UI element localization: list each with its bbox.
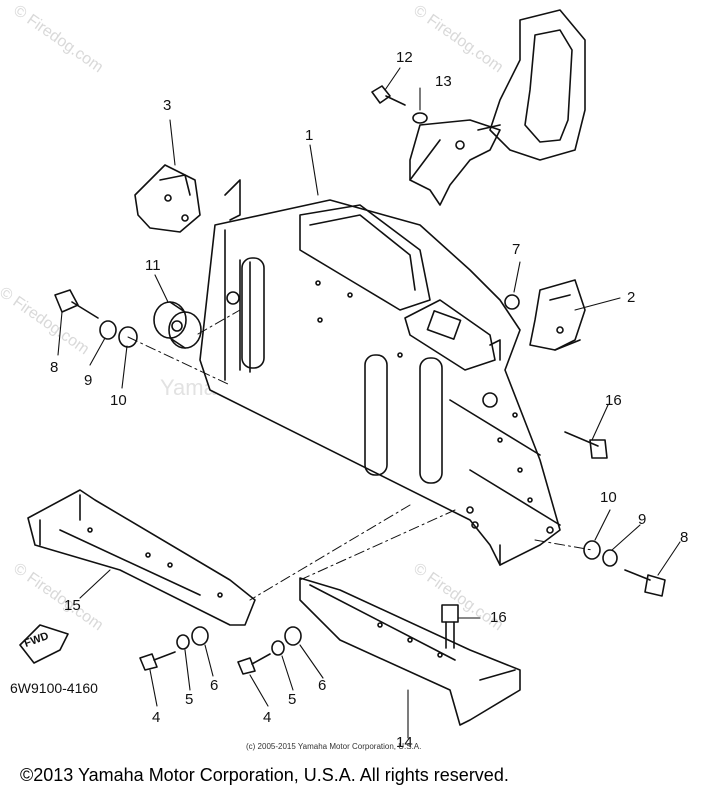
- callout-3: 3: [163, 97, 172, 114]
- callout-4a: 4: [152, 709, 161, 726]
- washer-6-left: [191, 626, 209, 646]
- fwd-arrow: [19, 624, 69, 664]
- callout-13: 13: [435, 73, 452, 90]
- copyright-notice: ©2013 Yamaha Motor Corporation, U.S.A. A…: [20, 765, 509, 785]
- bolt-4-left: [139, 651, 176, 671]
- callout-10b: 10: [600, 489, 617, 506]
- rail-14: [299, 577, 521, 726]
- washer-13: [412, 112, 428, 124]
- callout-11: 11: [145, 257, 161, 274]
- callout-8b: 8: [680, 529, 689, 546]
- callout-2: 2: [627, 289, 636, 306]
- bolt-8-right: [624, 569, 666, 597]
- callout-5b: 5: [288, 691, 297, 708]
- callout-8a: 8: [50, 359, 59, 376]
- bracket-2: [529, 279, 586, 351]
- part-code: 6W9100-4160: [10, 680, 98, 696]
- main-frame: [199, 179, 561, 566]
- rail-15: [27, 489, 256, 626]
- washer-9-right: [602, 549, 618, 567]
- bolt-12: [371, 85, 406, 106]
- callout-12: 12: [396, 49, 413, 66]
- bolt-16-bottom: [441, 604, 459, 649]
- callout-4b: 4: [263, 709, 272, 726]
- washer-5-left: [176, 634, 190, 650]
- callout-1: 1: [305, 127, 314, 144]
- washer-5-right: [271, 640, 285, 656]
- callout-14: 14: [396, 734, 413, 751]
- callout-16b: 16: [490, 609, 507, 626]
- handle-grip: [409, 9, 586, 206]
- callout-15: 15: [64, 597, 81, 614]
- nut-7: [504, 294, 520, 310]
- washer-6-right: [284, 626, 302, 646]
- washer-9-left: [99, 320, 117, 340]
- callout-16a: 16: [605, 392, 622, 409]
- callout-6b: 6: [318, 677, 327, 694]
- bracket-3: [134, 164, 201, 233]
- callout-9b: 9: [638, 511, 647, 528]
- callout-6a: 6: [210, 677, 219, 694]
- callout-9a: 9: [84, 372, 93, 389]
- washer-10-left: [118, 326, 138, 348]
- callout-5a: 5: [185, 691, 194, 708]
- bolt-4-right: [237, 653, 271, 675]
- bolt-16-right: [564, 431, 608, 459]
- damper-11: [153, 301, 202, 349]
- sub-copyright: (c) 2005-2015 Yamaha Motor Corporation, …: [246, 742, 422, 751]
- bolt-8-left: [54, 289, 99, 319]
- washer-10-right: [583, 540, 601, 560]
- callout-10a: 10: [110, 392, 127, 409]
- callout-7: 7: [512, 241, 521, 258]
